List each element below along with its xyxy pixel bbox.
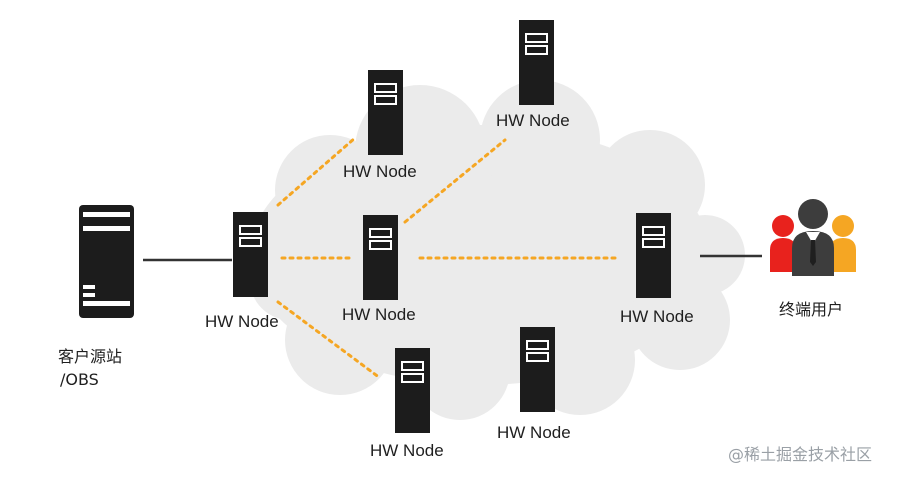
hw-node-bottom-right: HW Node (497, 327, 571, 442)
hw-node-label: HW Node (343, 162, 417, 181)
network-cloud (250, 80, 745, 420)
link-center-to-topright (403, 138, 507, 224)
source-label-line2: /OBS (60, 370, 99, 389)
watermark: @稀土掘金技术社区 (728, 445, 872, 464)
solid-links (143, 254, 762, 262)
hw-node-label: HW Node (497, 423, 571, 442)
hw-node-bottom: HW Node (370, 348, 444, 460)
source-label-line1: 客户源站 (58, 347, 122, 366)
hw-node-top: HW Node (343, 70, 417, 181)
hw-node-label: HW Node (342, 305, 416, 324)
dotted-links (276, 136, 620, 380)
hw-node-center: HW Node (342, 215, 416, 324)
end-users-label: 终端用户 (779, 300, 843, 319)
hw-node-label: HW Node (620, 307, 694, 326)
hw-node-label: HW Node (370, 441, 444, 460)
hw-node-right: HW Node (620, 213, 694, 326)
link-edge-to-bottom (276, 300, 382, 380)
hw-node-top-right: HW Node (496, 20, 570, 130)
link-edge-to-top (276, 136, 357, 207)
hw-node-edge: HW Node (205, 212, 279, 331)
hw-node-label: HW Node (205, 312, 279, 331)
end-users-icon (770, 199, 856, 276)
origin-server-icon (79, 205, 134, 318)
hw-node-label: HW Node (496, 111, 570, 130)
